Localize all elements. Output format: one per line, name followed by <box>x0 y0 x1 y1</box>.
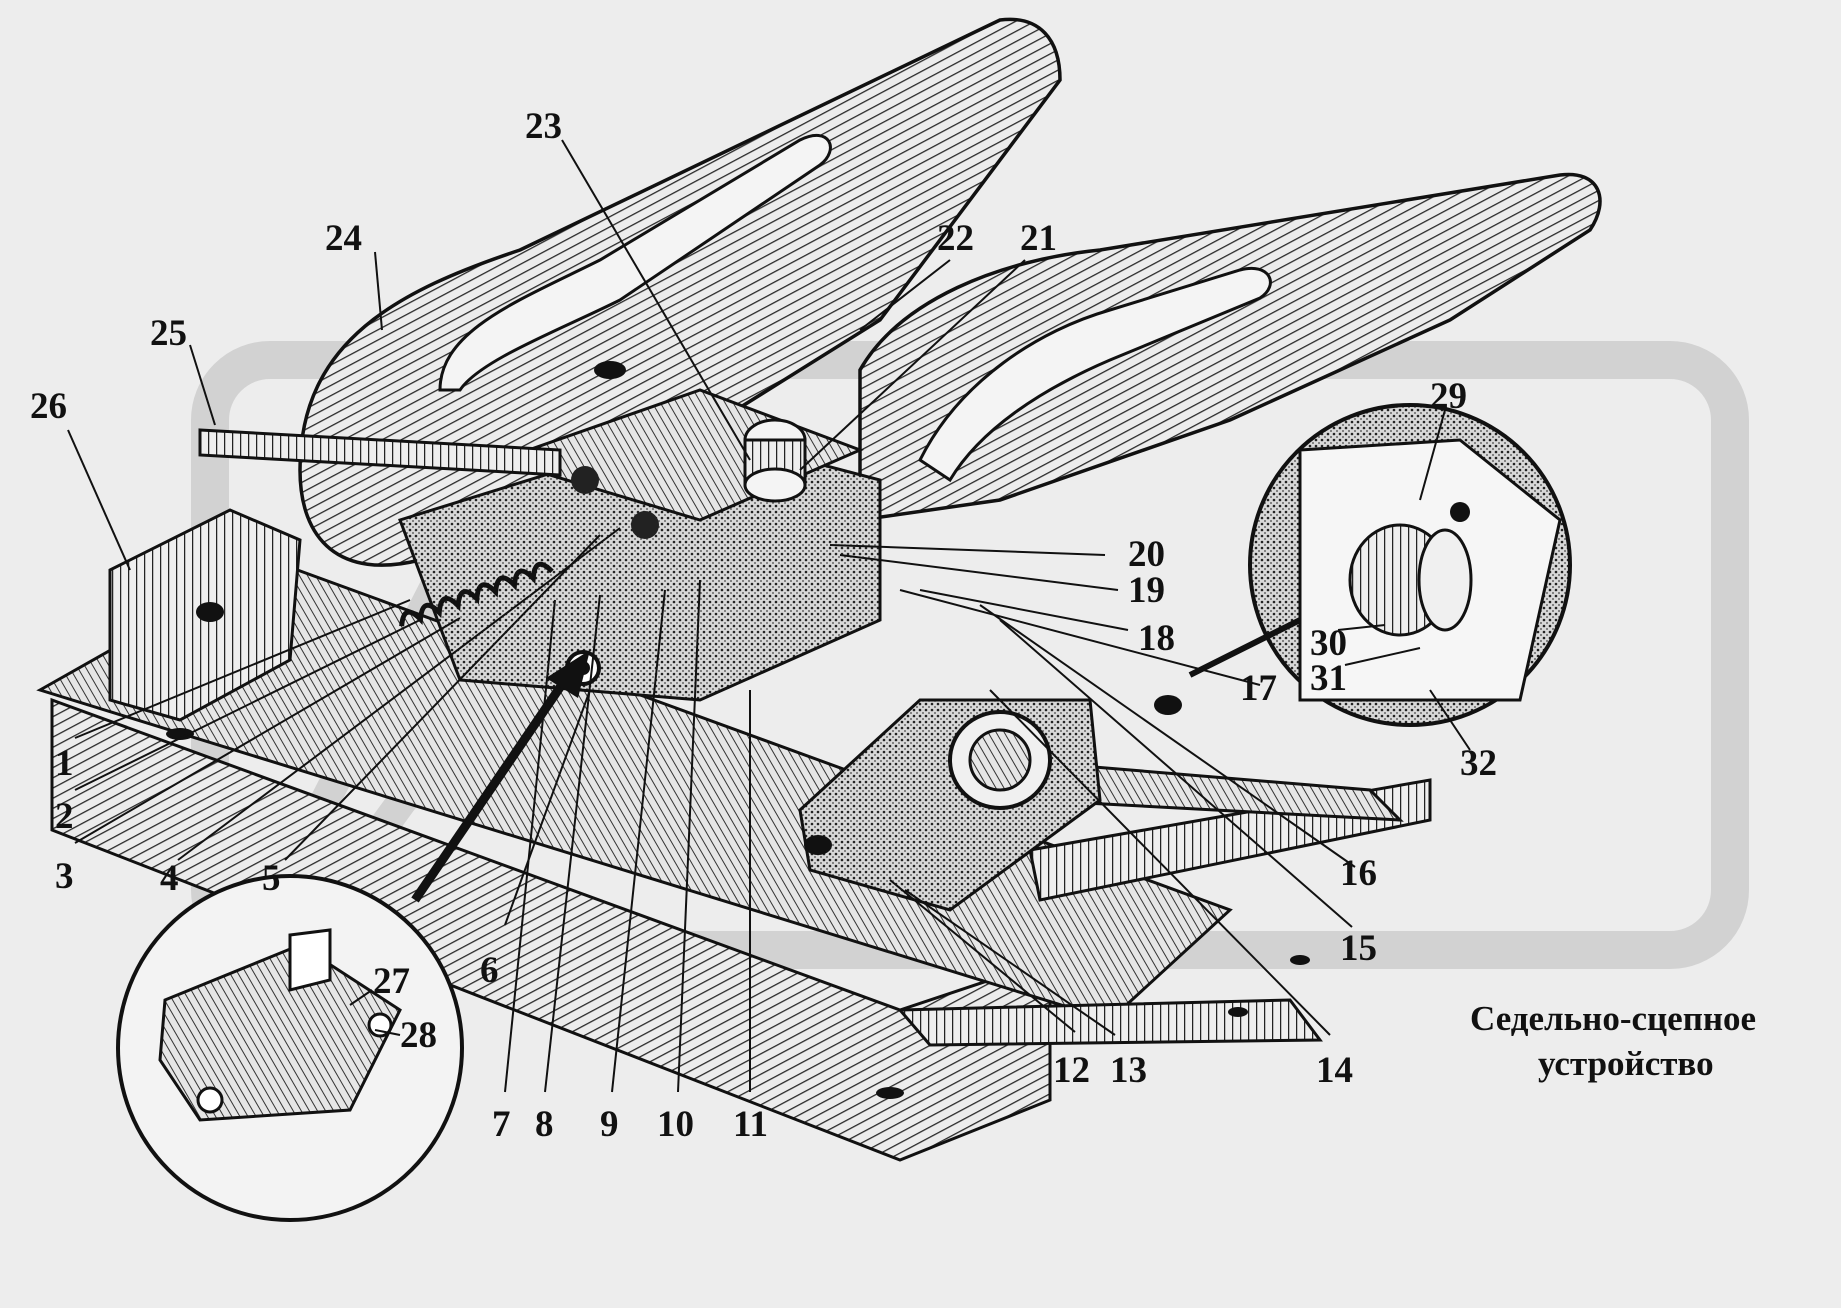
callout-4: 4 <box>160 858 179 899</box>
callout-11: 11 <box>733 1104 768 1145</box>
callout-15: 15 <box>1340 928 1377 969</box>
callout-25: 25 <box>150 313 187 354</box>
callout-20: 20 <box>1128 534 1165 575</box>
callout-23: 23 <box>525 106 562 147</box>
callout-19: 19 <box>1128 570 1165 611</box>
caption-line-2: устройство <box>1538 1044 1714 1083</box>
callout-labels: 1 2 3 4 5 6 7 8 9 10 11 12 13 14 15 16 1… <box>30 106 1497 1145</box>
callout-7: 7 <box>492 1104 511 1145</box>
callout-10: 10 <box>657 1104 694 1145</box>
callout-2: 2 <box>55 796 74 837</box>
callout-12: 12 <box>1053 1050 1090 1091</box>
callout-26: 26 <box>30 386 67 427</box>
saddle-plate-right-arm <box>858 172 1602 523</box>
support-bracket-right <box>798 695 1182 912</box>
caption-line-1: Седельно-сцепное <box>1470 999 1756 1038</box>
callout-9: 9 <box>600 1104 619 1145</box>
callout-28: 28 <box>400 1015 437 1056</box>
callout-6: 6 <box>480 950 499 991</box>
detail-inset-right <box>1248 403 1572 727</box>
callout-17: 17 <box>1240 668 1277 709</box>
callout-13: 13 <box>1110 1050 1147 1091</box>
callout-14: 14 <box>1316 1050 1353 1091</box>
leader-lines <box>67 139 1471 1093</box>
detail-inset-left <box>116 874 464 1222</box>
caption: Седельно-сцепное устройство <box>1470 999 1756 1083</box>
callout-8: 8 <box>535 1104 554 1145</box>
callout-16: 16 <box>1340 853 1377 894</box>
locking-mechanism <box>198 388 882 702</box>
callout-3: 3 <box>55 856 74 897</box>
bracket-left <box>108 508 302 722</box>
callout-27: 27 <box>373 961 410 1002</box>
callout-1: 1 <box>55 743 74 784</box>
callout-22: 22 <box>937 218 974 259</box>
callout-21: 21 <box>1020 218 1057 259</box>
callout-31: 31 <box>1310 658 1347 699</box>
callout-5: 5 <box>262 858 281 899</box>
callout-32: 32 <box>1460 743 1497 784</box>
callout-29: 29 <box>1430 376 1467 417</box>
callout-24: 24 <box>325 218 362 259</box>
callout-30: 30 <box>1310 623 1347 664</box>
callout-18: 18 <box>1138 618 1175 659</box>
inset-arrows <box>411 617 1302 903</box>
